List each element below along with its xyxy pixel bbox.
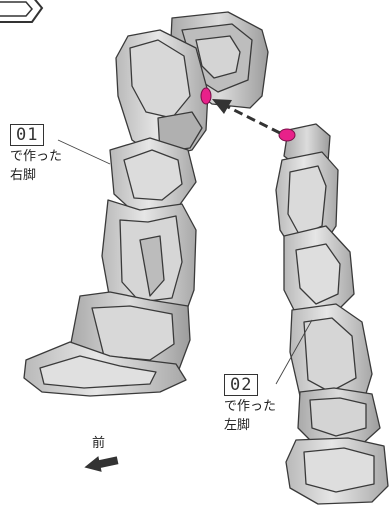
part-caption-02-line1: で作った <box>224 398 276 415</box>
front-direction-label: 前 <box>92 432 105 451</box>
front-direction-arrow-icon <box>83 452 120 475</box>
right-leg-part <box>24 12 268 396</box>
part-caption-01-line1: で作った <box>10 148 62 165</box>
front-direction: 前 <box>82 432 105 451</box>
left-leg-part <box>276 124 388 504</box>
part-number-02: 02 <box>224 374 258 396</box>
part-callout-01: 01 で作った 右脚 <box>10 124 62 184</box>
leader-line-01 <box>58 140 110 164</box>
part-number-01: 01 <box>10 124 44 146</box>
step-badge <box>0 0 44 24</box>
part-caption-02-line2: 左脚 <box>224 417 276 434</box>
part-callout-02: 02 で作った 左脚 <box>224 374 276 434</box>
part-caption-01-line2: 右脚 <box>10 167 62 184</box>
